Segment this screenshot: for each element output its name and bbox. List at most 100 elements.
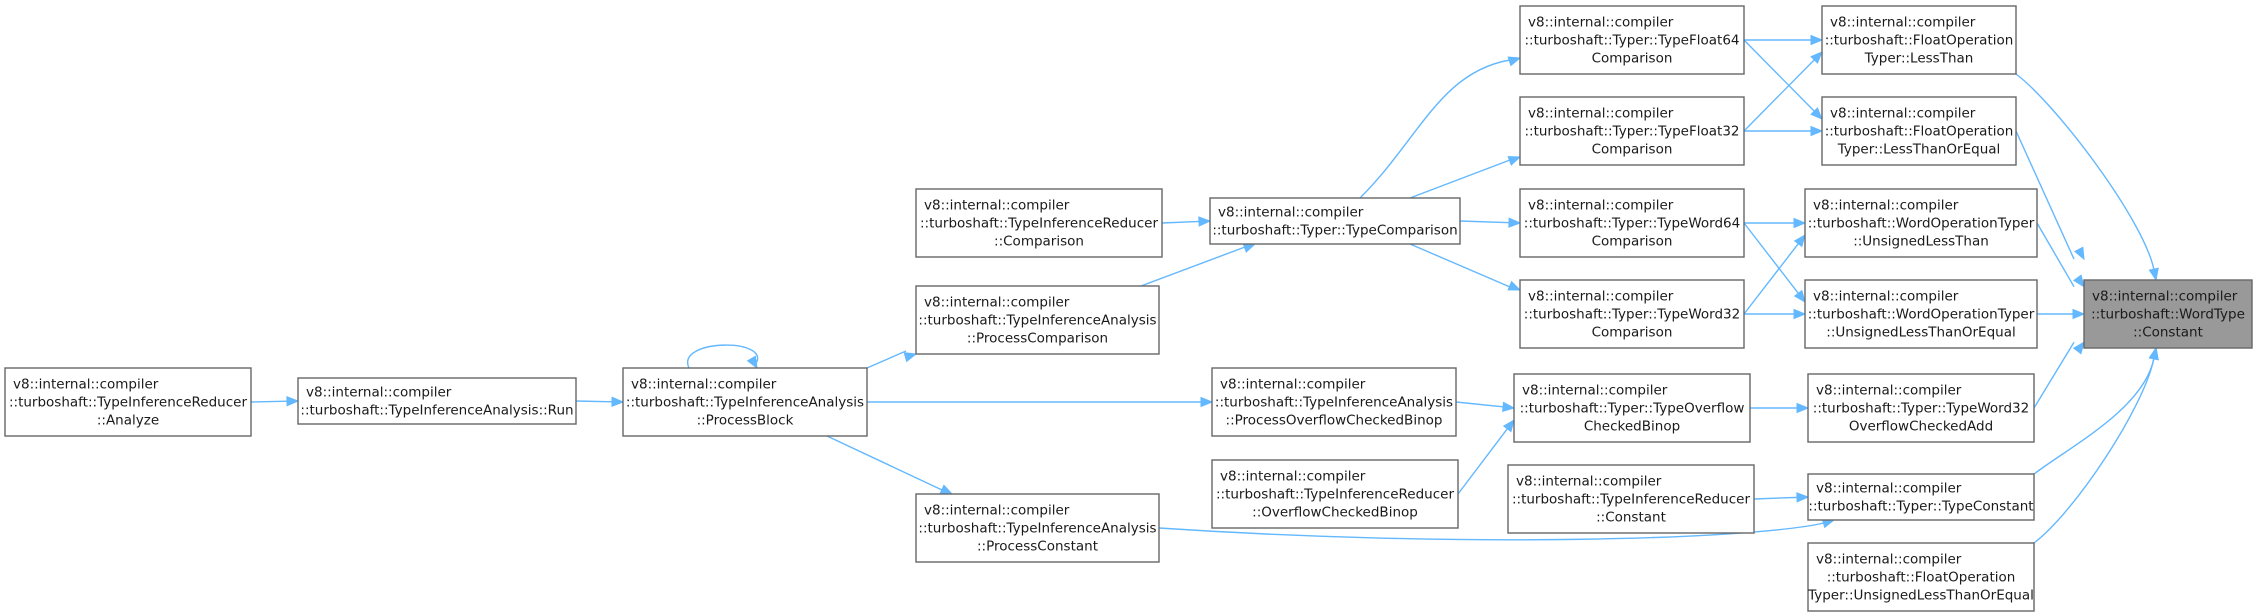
edge-line (1753, 496, 1799, 500)
node-label-line: ::turboshaft::Typer::TypeConstant (1808, 499, 2033, 515)
node-tw32[interactable]: v8::internal::compiler::turboshaft::Type… (1519, 279, 1745, 349)
edge-arrowhead (1796, 492, 1810, 503)
node-reducer-comparison[interactable]: v8::internal::compiler::turboshaft::Type… (915, 188, 1163, 258)
node-label-line: v8::internal::compiler (1528, 15, 1674, 31)
node-processoverflow[interactable]: v8::internal::compiler::turboshaft::Type… (1211, 367, 1457, 437)
edge-processblock-to-processcomparison (866, 350, 918, 369)
edge-arrowhead (1793, 233, 1806, 248)
edge-line (1457, 427, 1509, 495)
node-label-line: Comparison (1592, 325, 1673, 341)
edge-arrowhead (1810, 107, 1823, 120)
edge-arrowhead (2072, 308, 2086, 320)
node-label-line: Comparison (1592, 234, 1673, 250)
edge-processblock-to-processconstant (826, 435, 954, 495)
node-run[interactable]: v8::internal::compiler::turboshaft::Type… (297, 377, 577, 425)
node-tw64[interactable]: v8::internal::compiler::turboshaft::Type… (1519, 188, 1745, 258)
node-label-line: ::Constant (2133, 325, 2203, 341)
node-wo-unsignedlessthan[interactable]: v8::internal::compiler::turboshaft::Word… (1804, 188, 2038, 258)
node-box (2083, 279, 2253, 349)
edge-fo-lessthanorequal-to-wordtype-constant (2015, 130, 2085, 261)
edge-arrowhead (2148, 267, 2159, 282)
node-fo-lessthanorequal[interactable]: v8::internal::compiler::turboshaft::Floa… (1821, 96, 2017, 166)
edge-line (1455, 401, 1505, 408)
edge-tf32-to-fo-lessthan (1743, 51, 1823, 132)
node-label-line: CheckedBinop (1584, 419, 1680, 435)
node-label-line: v8::internal::compiler (1516, 474, 1662, 490)
node-label-line: ::turboshaft::WordOperationTyper (1808, 307, 2035, 323)
edge-typeword32overflow-to-wordtype-constant (2033, 341, 2085, 409)
node-label-line: ::Analyze (97, 413, 159, 429)
edge-processoverflow-to-typeoverflow (1455, 401, 1516, 413)
node-box (1209, 197, 1461, 245)
node-label-line: ::ProcessBlock (697, 413, 794, 429)
edge-line (1140, 246, 1246, 287)
edge-arrowhead (2072, 341, 2085, 355)
node-fo-lessthan[interactable]: v8::internal::compiler::turboshaft::Floa… (1821, 5, 2017, 75)
node-label-line: ::turboshaft::TypeInferenceAnalysis (626, 395, 864, 411)
node-processblock[interactable]: v8::internal::compiler::turboshaft::Type… (622, 367, 868, 437)
node-label-line: v8::internal::compiler (1528, 289, 1674, 305)
node-typeword32overflow[interactable]: v8::internal::compiler::turboshaft::Type… (1807, 373, 2035, 443)
node-box (1211, 459, 1459, 529)
node-label-line: ::turboshaft::TypeInferenceReducer (920, 216, 1158, 232)
node-typeoverflow[interactable]: v8::internal::compiler::turboshaft::Type… (1513, 373, 1751, 443)
node-wo-unsignedlessthanorequal[interactable]: v8::internal::compiler::turboshaft::Word… (1804, 279, 2038, 349)
edge-processconstant-to-typeconstant (1158, 518, 1836, 541)
edge-tw32-to-wo-unsignedlessthan (1743, 233, 1806, 315)
node-tf64[interactable]: v8::internal::compiler::turboshaft::Type… (1519, 5, 1745, 75)
edge-processblock-to-processoverflow (867, 396, 1214, 408)
node-wordtype-constant[interactable]: v8::internal::compiler::turboshaft::Word… (2083, 279, 2253, 349)
node-processconstant[interactable]: v8::internal::compiler::turboshaft::Type… (915, 493, 1160, 563)
node-label-line: OverflowCheckedAdd (1849, 419, 1993, 435)
node-fo-unsignedlessthanorequal[interactable]: v8::internal::compiler::turboshaft::Floa… (1807, 542, 2035, 612)
node-reducer-overflow[interactable]: v8::internal::compiler::turboshaft::Type… (1211, 459, 1459, 529)
node-label-line: v8::internal::compiler (1813, 198, 1959, 214)
node-label-line: ::ProcessComparison (967, 331, 1108, 347)
edge-arrowhead (1507, 156, 1522, 166)
edge-fo-unsignedlessthanorequal-to-wordtype-constant (2033, 346, 2159, 544)
edge-arrowhead (903, 352, 918, 363)
node-box (1807, 542, 2035, 612)
node-analyze[interactable]: v8::internal::compiler::turboshaft::Type… (4, 367, 252, 437)
edge-line (1743, 39, 1816, 113)
node-tf32[interactable]: v8::internal::compiler::turboshaft::Type… (1519, 96, 1745, 166)
edge-arrowhead (1507, 56, 1522, 67)
node-reducer-constant[interactable]: v8::internal::compiler::turboshaft::Type… (1507, 464, 1755, 534)
node-label-line: ::turboshaft::Typer::TypeFloat64 (1524, 33, 1739, 49)
node-label-line: v8::internal::compiler (924, 295, 1070, 311)
node-box (915, 188, 1163, 258)
edge-analyze-to-run (250, 396, 300, 407)
node-label-line: ::turboshaft::TypeInferenceAnalysis::Run (300, 403, 573, 419)
edge-arrowhead (1810, 125, 1824, 137)
node-label-line: ::turboshaft::TypeInferenceReducer (1216, 487, 1454, 503)
node-label-line: ::turboshaft::TypeInferenceReducer (1512, 492, 1750, 508)
node-box (1807, 473, 2035, 521)
edge-reducer-comparison-to-typecomparison (1161, 216, 1212, 227)
node-label-line: ::turboshaft::WordOperationTyper (1808, 216, 2035, 232)
node-label-line: ::UnsignedLessThanOrEqual (1826, 325, 2015, 341)
node-label-line: Comparison (1592, 142, 1673, 158)
edge-line (826, 435, 943, 491)
node-label-line: v8::internal::compiler (1220, 377, 1366, 393)
node-box (1211, 367, 1457, 437)
edge-arrowhead (1810, 51, 1823, 64)
node-label-line: ::turboshaft::Typer::TypeWord32 (1813, 401, 2029, 417)
edge-arrowhead (746, 355, 758, 370)
edge-line (2015, 73, 2155, 271)
node-typeconstant[interactable]: v8::internal::compiler::turboshaft::Type… (1807, 473, 2035, 521)
node-label-line: v8::internal::compiler (631, 377, 777, 393)
edge-tw64-to-wo-unsignedlessthan (1744, 217, 1807, 229)
edge-arrowhead (939, 484, 954, 495)
node-processcomparison[interactable]: v8::internal::compiler::turboshaft::Type… (915, 285, 1160, 355)
node-label-line: ::turboshaft::Typer::TypeWord32 (1524, 307, 1740, 323)
node-box (1519, 5, 1745, 75)
edge-line (1743, 222, 1800, 295)
node-box (297, 377, 577, 425)
node-label-line: v8::internal::compiler (1522, 383, 1668, 399)
node-typecomparison[interactable]: v8::internal::compiler::turboshaft::Type… (1209, 197, 1461, 245)
node-label-line: ::turboshaft::TypeInferenceAnalysis (918, 313, 1156, 329)
edge-tw64-to-wo-unsignedlessthanorequal (1743, 222, 1806, 304)
edge-line (1158, 522, 1825, 541)
edge-arrowhead (1502, 401, 1516, 413)
edge-typecomparison-to-tf32 (1409, 156, 1522, 199)
